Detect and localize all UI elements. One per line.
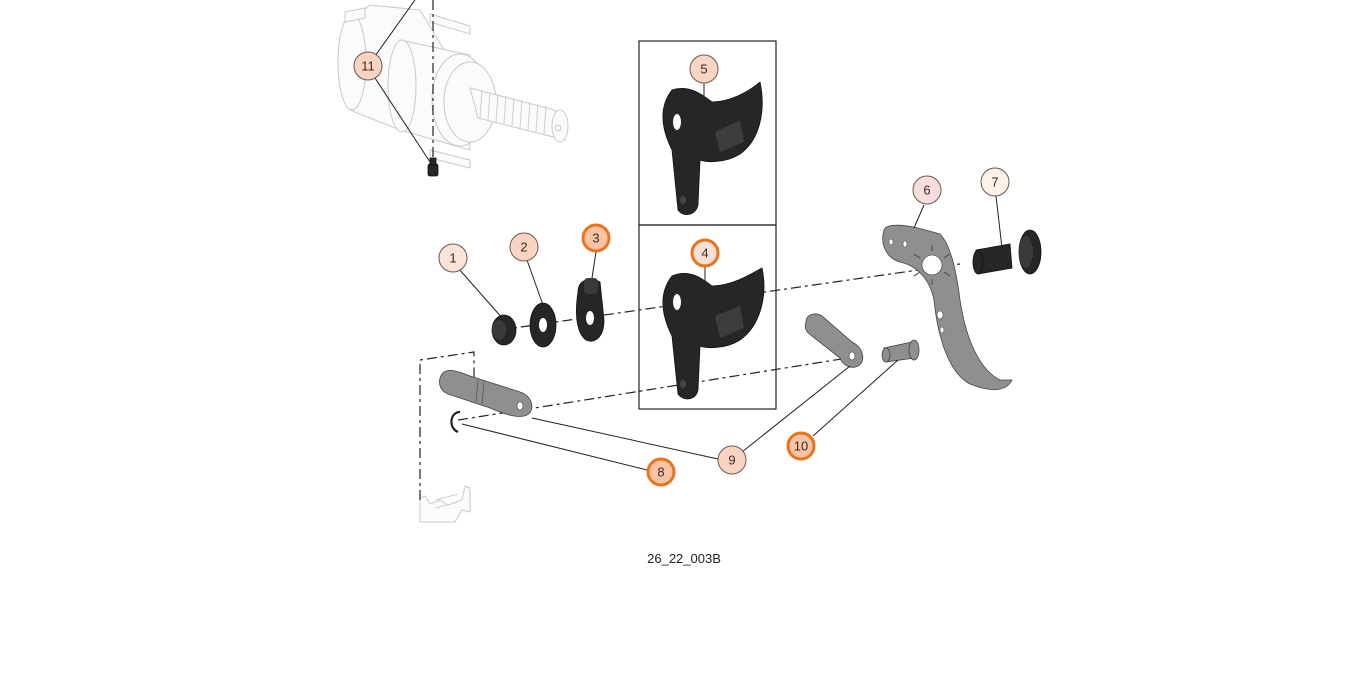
leader-1 bbox=[457, 267, 505, 321]
detail-frame-lever-4 bbox=[638, 224, 777, 410]
leader-2 bbox=[526, 259, 544, 306]
part-link-arm-upper bbox=[804, 313, 864, 368]
balloon-3-label: 3 bbox=[592, 231, 599, 246]
part-link-bar-lower bbox=[439, 370, 533, 417]
leader-11-upper bbox=[374, 0, 416, 57]
balloon-7-label: 7 bbox=[991, 175, 998, 190]
leader-6 bbox=[913, 204, 925, 229]
balloon-5-label: 5 bbox=[700, 62, 707, 77]
balloon-2[interactable]: 2 bbox=[509, 232, 539, 262]
leader-10 bbox=[812, 359, 899, 437]
ghost-housing-assembly bbox=[337, 4, 569, 169]
leader-3 bbox=[591, 251, 597, 279]
trigger-spline-marks bbox=[913, 245, 951, 285]
assembly-axes bbox=[419, 0, 961, 500]
balloon-7[interactable]: 7 bbox=[980, 167, 1010, 197]
part-lever bbox=[662, 267, 765, 400]
part-trigger bbox=[882, 224, 1013, 390]
part-screw bbox=[427, 157, 439, 177]
balloon-4[interactable]: 4 bbox=[690, 238, 720, 268]
part-spring-plate bbox=[576, 278, 605, 342]
balloon-10[interactable]: 10 bbox=[786, 431, 816, 461]
leader-9-right bbox=[741, 365, 851, 453]
balloon-1[interactable]: 1 bbox=[438, 243, 468, 273]
balloon-1-label: 1 bbox=[449, 251, 456, 266]
ghost-thread-lines bbox=[479, 89, 547, 135]
part-lever-alternate bbox=[662, 81, 763, 215]
balloon-3[interactable]: 3 bbox=[581, 223, 611, 253]
leader-11-lower bbox=[374, 77, 433, 166]
leader-9-left bbox=[531, 417, 719, 460]
balloon-2-label: 2 bbox=[520, 240, 527, 255]
balloon-8[interactable]: 8 bbox=[646, 457, 676, 487]
balloon-6[interactable]: 6 bbox=[912, 175, 942, 205]
ghost-bracket bbox=[419, 485, 471, 523]
balloon-11-label: 11 bbox=[361, 59, 375, 74]
leader-7 bbox=[995, 195, 1003, 249]
part-shoulder-pin bbox=[881, 339, 920, 363]
part-e-clip bbox=[450, 410, 461, 434]
figure-id-caption: 26_22_003B bbox=[647, 551, 721, 566]
balloon-9[interactable]: 9 bbox=[717, 445, 747, 475]
leader-lines bbox=[374, 0, 1003, 471]
balloon-5[interactable]: 5 bbox=[689, 54, 719, 84]
balloon-8-label: 8 bbox=[657, 465, 664, 480]
part-pivot-pin bbox=[972, 229, 1042, 275]
balloon-9-label: 9 bbox=[728, 453, 735, 468]
part-nut bbox=[491, 314, 517, 346]
part-washer bbox=[529, 302, 557, 348]
leader-8 bbox=[461, 423, 648, 471]
balloon-4-label: 4 bbox=[701, 246, 708, 261]
balloon-11[interactable]: 11 bbox=[353, 51, 383, 81]
balloon-10-label: 10 bbox=[794, 439, 808, 454]
balloon-6-label: 6 bbox=[923, 183, 930, 198]
